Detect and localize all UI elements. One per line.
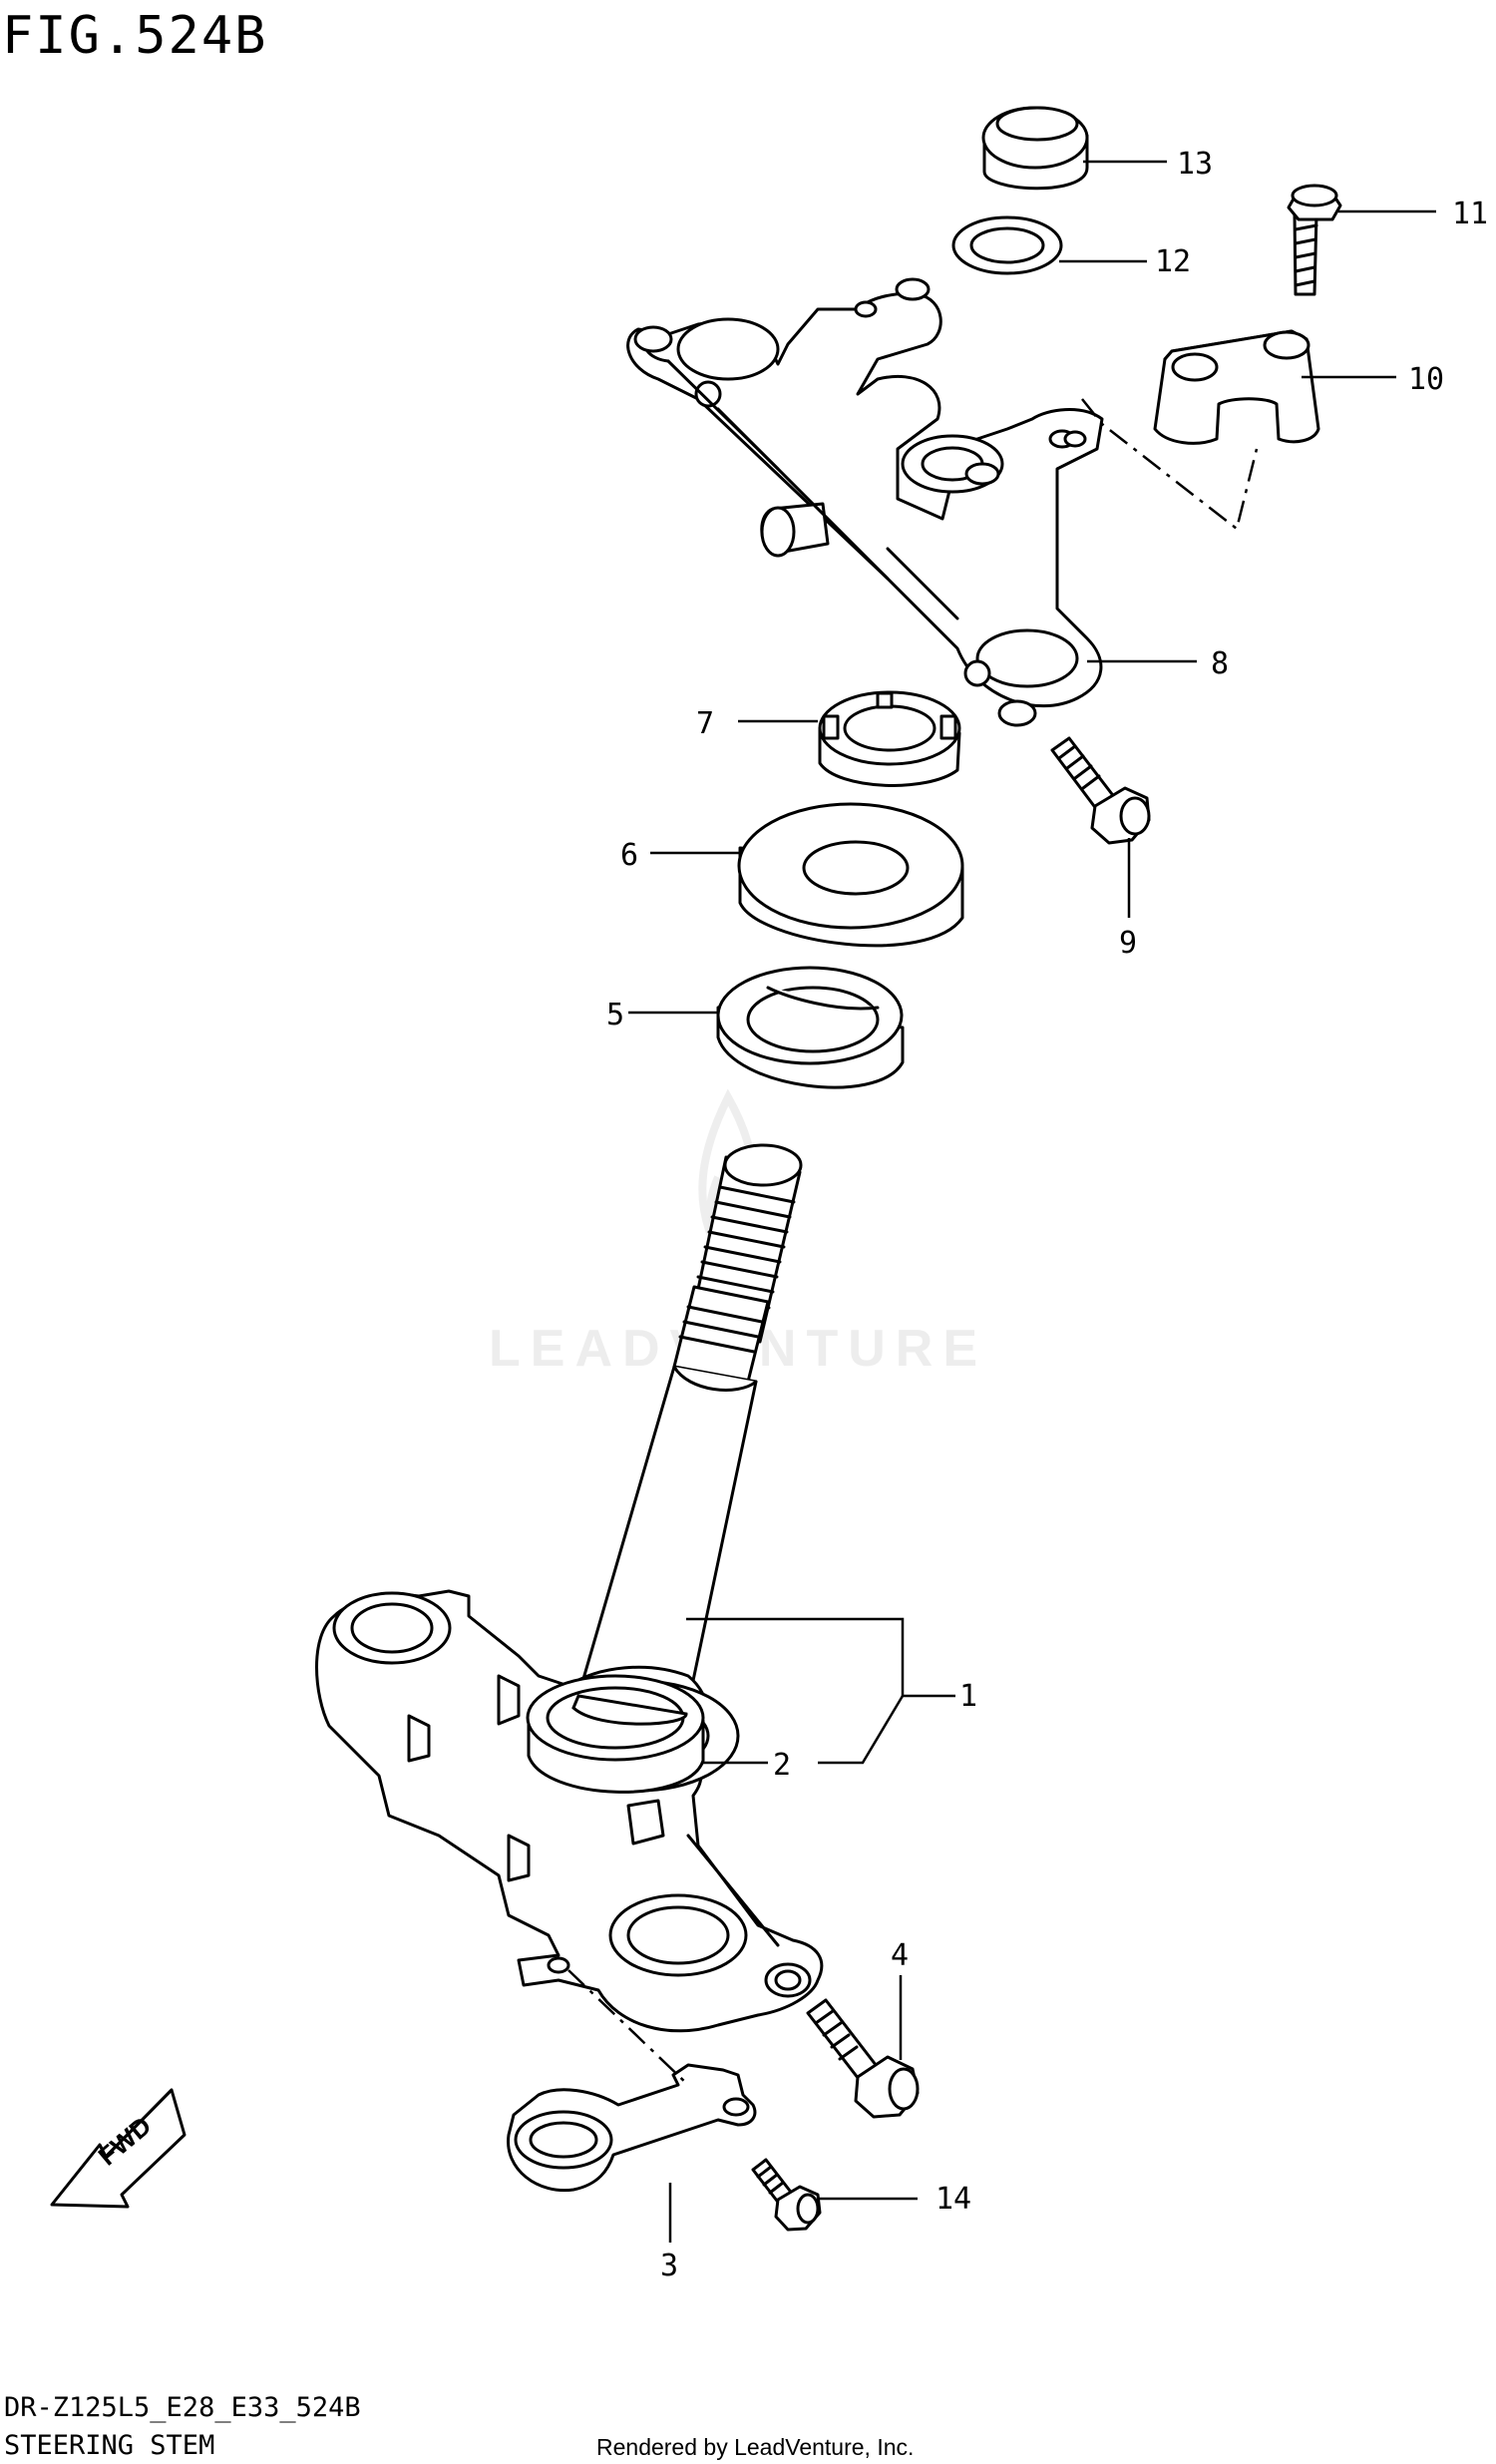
part-13-cap[interactable] (981, 106, 1089, 191)
callout-12: 12 (1155, 244, 1191, 279)
section-name: STEERING STEM (4, 2430, 215, 2461)
callout-11: 11 (1452, 197, 1488, 231)
callout-10: 10 (1408, 362, 1444, 397)
render-credit: Rendered by LeadVenture, Inc. (596, 2434, 915, 2460)
part-10-handlebar-holder[interactable] (1153, 329, 1320, 445)
leader-1-2-join (818, 1695, 905, 1765)
leader-1 (686, 1617, 955, 1698)
callout-2: 2 (773, 1748, 791, 1783)
part-2-bearing[interactable] (526, 1674, 705, 1794)
part-3-clamp[interactable] (507, 2063, 757, 2193)
dash-line-8-10 (1081, 398, 1259, 532)
callout-1: 1 (959, 1679, 977, 1714)
part-9-bolt[interactable] (1050, 736, 1151, 845)
part-14-bolt[interactable] (751, 2158, 822, 2232)
callout-13: 13 (1177, 147, 1213, 182)
callout-7: 7 (696, 706, 714, 741)
part-7-nut[interactable] (818, 690, 961, 787)
callout-3: 3 (660, 2249, 678, 2283)
part-1-steering-stem[interactable] (315, 1143, 824, 2033)
part-8-upper-bracket[interactable] (626, 277, 1104, 727)
callout-6: 6 (620, 838, 638, 873)
callout-9: 9 (1119, 926, 1137, 961)
part-11-bolt[interactable] (1287, 184, 1342, 296)
part-4-bolt[interactable] (806, 1998, 920, 2119)
dash-line-1-3 (567, 1969, 689, 2086)
part-5-bearing[interactable] (716, 966, 905, 1089)
figure-title: FIG.524B (2, 6, 268, 66)
part-6-dust-seal[interactable] (737, 802, 964, 948)
callout-14: 14 (935, 2182, 971, 2217)
callout-5: 5 (606, 998, 624, 1032)
model-code: DR-Z125L5_E28_E33_524B (4, 2392, 361, 2423)
stem-base (571, 1694, 688, 1726)
arrow-fwd-icon (50, 2088, 187, 2209)
part-12-washer[interactable] (951, 215, 1063, 275)
callout-8: 8 (1211, 646, 1229, 681)
callout-4: 4 (891, 1938, 909, 1973)
